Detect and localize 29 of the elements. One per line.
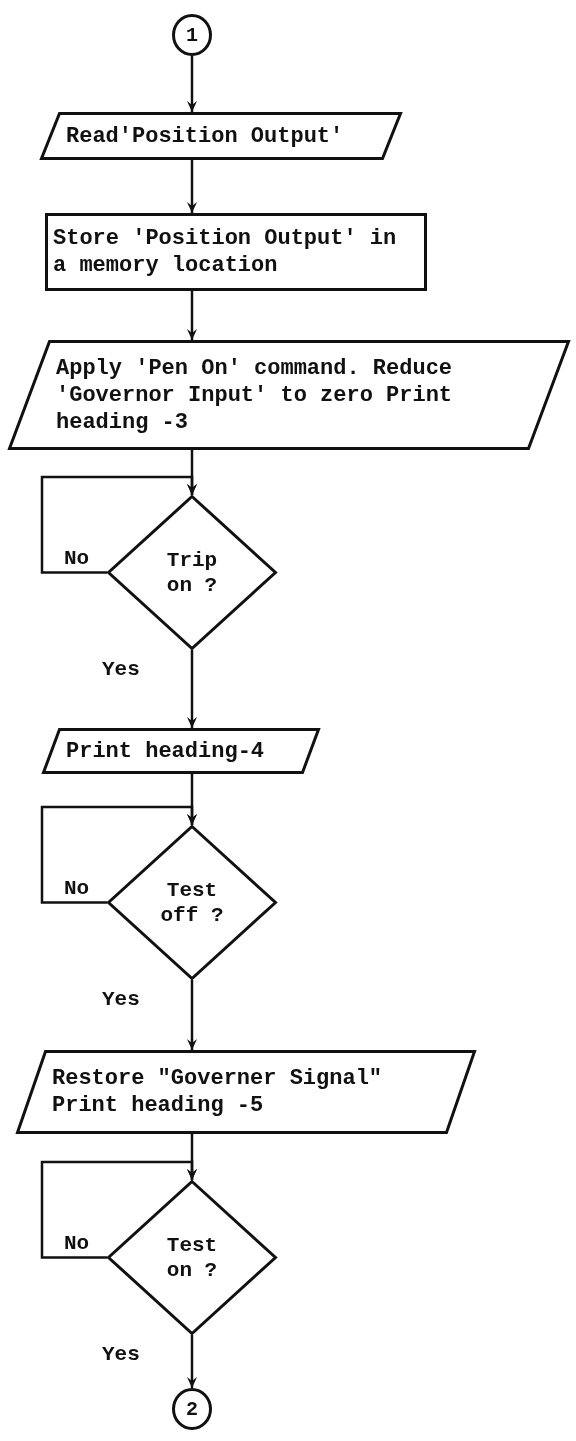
decision-diamond: [107, 495, 277, 650]
decision-diamond: [107, 825, 277, 980]
io-parallelogram: [16, 1050, 476, 1134]
step-text: Read'Position Output': [66, 122, 344, 150]
arrow: [40, 1160, 197, 1259]
arrow: [187, 1335, 197, 1388]
step-text: Store 'Position Output' in a memory location: [53, 225, 398, 279]
step-text: Print heading-4: [66, 737, 265, 765]
process-box: [45, 213, 427, 291]
arrow: [187, 650, 197, 728]
arrow: [40, 805, 197, 904]
decision-text: Test on ?: [165, 1232, 219, 1283]
connector-circle: [172, 14, 212, 56]
arrow: [187, 56, 197, 112]
connector-number: 1: [186, 22, 198, 49]
io-parallelogram: [8, 340, 570, 450]
connector-number: 2: [186, 1396, 198, 1423]
decision-diamond: [107, 1180, 277, 1335]
decision-text: Trip on ?: [165, 547, 219, 598]
io-parallelogram: [42, 728, 320, 774]
arrow: [187, 160, 197, 213]
arrow: [187, 980, 197, 1050]
connector-circle: [172, 1388, 212, 1430]
arrow: [40, 475, 197, 574]
io-parallelogram: [40, 112, 402, 160]
step-text: Restore "Governer Signal" Print heading -5: [52, 1065, 384, 1119]
arrow: [187, 291, 197, 340]
decision-text: Test off ?: [160, 877, 224, 928]
step-text: Apply 'Pen On' command. Reduce 'Governor Input' to zero Print heading -3: [56, 354, 454, 436]
